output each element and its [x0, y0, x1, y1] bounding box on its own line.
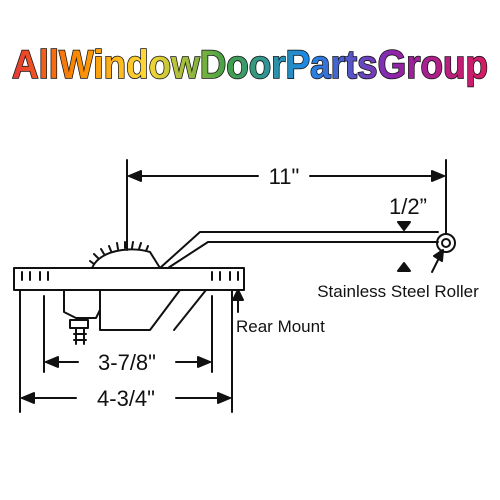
rear-mount-pointer [232, 289, 244, 313]
arm-length-label: 11" [269, 164, 300, 189]
stud-housing [63, 289, 101, 345]
operator-arm [159, 231, 456, 269]
arm-length-dimension-line [126, 159, 447, 251]
brand-logo-text: AllWindowDoorPartsGroup [12, 43, 488, 87]
brand-logo: AllWindowDoorPartsGroup [11, 42, 489, 88]
outer-base-label: 4-3/4" [97, 386, 155, 411]
base-plate [13, 267, 245, 331]
base-extension-lines [19, 289, 233, 413]
gear [89, 241, 161, 269]
outer-base-dimension-line [21, 392, 231, 404]
roller-offset-label: 1/2” [389, 194, 427, 219]
rear-mount-label: Rear Mount [236, 317, 325, 336]
roller-offset-markers [397, 221, 411, 272]
inner-base-dimension-line [45, 356, 211, 368]
roller-pointer [431, 249, 444, 273]
roller-label: Stainless Steel Roller [317, 282, 479, 301]
inner-base-label: 3-7/8" [98, 350, 156, 375]
